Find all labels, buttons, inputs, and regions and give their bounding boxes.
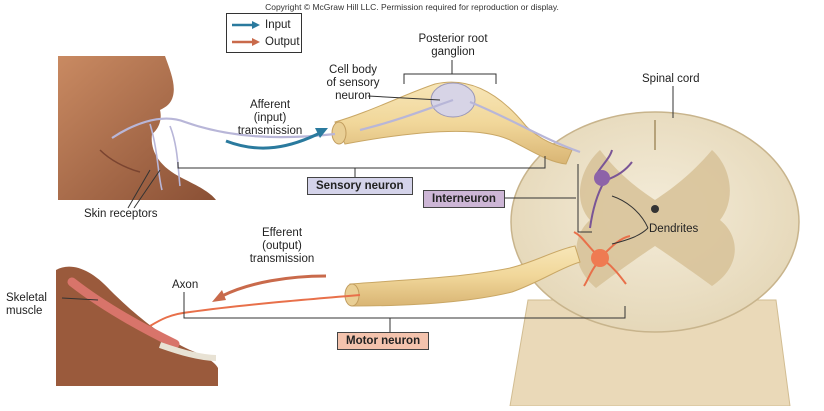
label-posterior-root-ganglion: Posterior root ganglion	[418, 33, 488, 58]
output-arrow-icon	[232, 38, 260, 46]
leader-lines	[61, 60, 674, 332]
label-dendrites: Dendrites	[649, 223, 699, 235]
legend-output: Output	[231, 35, 300, 49]
spinal-cord	[509, 111, 800, 407]
legend-input-label: Input	[265, 19, 291, 31]
motor-neuron-box: Motor neuron	[337, 332, 430, 350]
arm-panel	[56, 256, 218, 386]
head-silhouette	[58, 56, 216, 200]
skeletal-muscle-shape	[67, 277, 180, 349]
legend-output-label: Output	[265, 36, 300, 48]
label-axon: Axon	[172, 279, 199, 291]
input-arrow-icon	[232, 21, 260, 29]
interneuron-box: Interneuron	[423, 190, 505, 208]
afferent-arrow	[225, 130, 323, 150]
label-afferent-transmission: Afferent (input) transmission	[237, 99, 303, 137]
efferent-arrow	[221, 274, 327, 298]
sensory-fiber	[111, 98, 581, 154]
copyright-notice: Copyright © McGraw Hill LLC. Permission …	[265, 2, 559, 12]
gray-matter	[576, 150, 735, 288]
label-skeletal-muscle: Skeletal muscle	[6, 292, 47, 317]
label-efferent-transmission: Efferent (output) transmission	[249, 227, 315, 265]
label-skin-receptors: Skin receptors	[84, 208, 158, 220]
legend-input: Input	[231, 18, 291, 32]
label-spinal-cord: Spinal cord	[642, 73, 700, 85]
interneuron-cell	[589, 149, 633, 229]
head-panel	[58, 56, 216, 200]
sensory-neuron-box: Sensory neuron	[307, 177, 413, 195]
label-cell-body: Cell body of sensory neuron	[326, 64, 380, 102]
legend: Input Output	[226, 13, 302, 53]
